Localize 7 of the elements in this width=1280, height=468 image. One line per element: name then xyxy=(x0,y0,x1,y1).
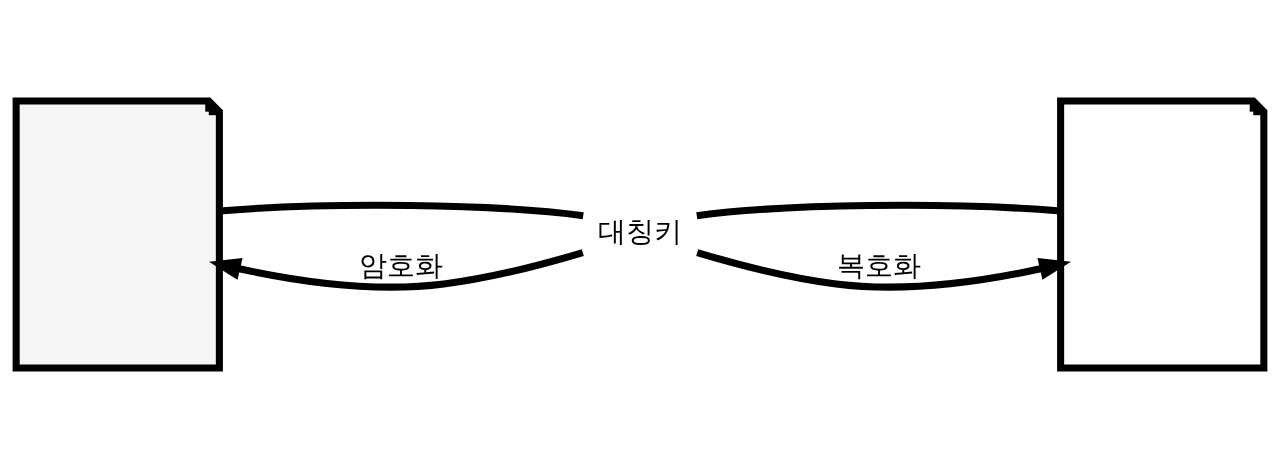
edge-label: 암호화 xyxy=(359,248,444,282)
connector xyxy=(219,201,584,219)
connector xyxy=(696,201,1061,219)
arrow xyxy=(696,248,1071,291)
edge-label: 복호화 xyxy=(836,248,921,282)
node-text: 대칭키 xyxy=(598,214,682,248)
arrow xyxy=(209,248,584,291)
